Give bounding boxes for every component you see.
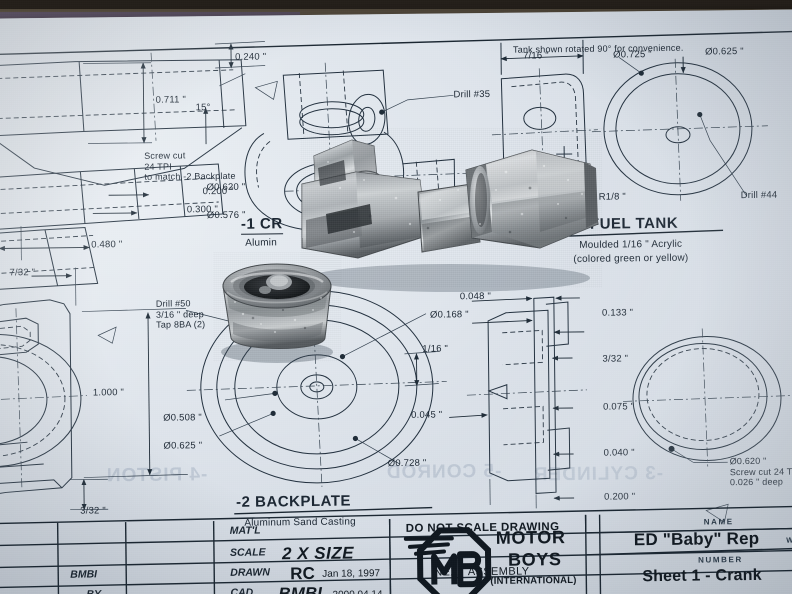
dim-d0625-bp: Ø0.625 " [163,440,203,452]
engineering-drawing-sheet: -4 PISTON -5 CONROD -3 CYLINDER [0,9,792,594]
geom-center-dims [203,41,266,145]
title-block: MAT'L SCALE DRAWN CAD BMBI BY 2 X SIZE R… [0,500,792,594]
part-backplate-casting [213,252,341,363]
callout-drill-44: Drill #44 [740,189,778,202]
geom-left-dimensions [0,62,153,261]
dim-0200-sec: 0.200 " [604,491,636,503]
dim-d0728: Ø0.728 " [387,457,427,470]
dim-d0625-tank: Ø0.625 " [704,46,744,58]
dim-0075: 0.075 " [603,401,635,413]
callout-screw-cut: Screw cut 24 TPI to match -2 Backplate [144,150,236,182]
geom-left-lower-dims [31,267,188,511]
dim-7-32: 7/32 " [9,267,36,279]
crankcase-casting-shape [301,139,599,292]
dim-15deg: 15° [195,102,211,114]
dim-d0620-crank: Ø0.620 " [206,181,246,194]
geom-backplate-section [404,295,587,509]
dim-0040: 0.040 " [603,447,635,459]
part-crankcase-casting [300,128,602,292]
dim-0045: 0.045 " [411,409,443,421]
dim-3-32-sec: 3/32 " [602,353,629,365]
title-block-grid [0,505,792,594]
dim-d0508: Ø0.508 " [163,412,203,424]
dim-0480: 0.480 " [91,239,123,251]
dim-d0168: Ø0.168 " [429,309,469,321]
geom-left-lower-view [0,299,117,498]
view-subtitle-crankcase: Alumin [245,237,278,249]
dim-0048: 0.048 " [459,290,492,303]
dim-0240: 0.240 " [235,51,267,63]
callout-screw-cut-24tpi: Ø0.620 " Screw cut 24 TPI 0.026 " deep [729,455,792,488]
drawing-geometry [0,30,792,523]
backplate-casting-shape [221,263,333,363]
logo-graphic [403,527,492,594]
view-title-crankcase: -1 CR [240,215,283,235]
dim-0711: 0.711 " [155,94,187,106]
geom-right-lower-round [622,328,792,523]
dim-1-16: 1/16 " [422,343,449,355]
background-dark-edge [0,0,792,9]
dim-1000: 1.000 " [92,387,125,399]
dim-0133: 0.133 " [601,307,634,319]
drawing-ink-layer: -4 PISTON -5 CONROD -3 CYLINDER [0,9,792,594]
dim-7-16: 7/16 " [523,50,549,62]
callout-drill-50: Drill #50 3/16 " deep Tap 8BA (2) [155,298,206,330]
geom-crankcase-side [0,52,247,292]
geom-fuel-tank [491,39,768,237]
dim-d0725: Ø0.725 " [613,49,652,61]
dim-r18: R1/8 " [598,191,627,203]
callout-drill-35: Drill #35 [453,88,491,101]
